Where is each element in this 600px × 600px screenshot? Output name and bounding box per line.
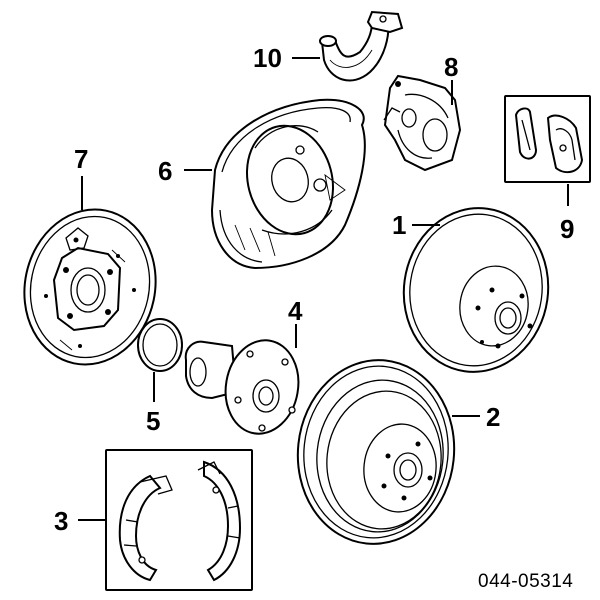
callout-10: 10 xyxy=(253,43,282,73)
callout-6: 6 xyxy=(158,156,172,186)
callout-8: 8 xyxy=(444,52,458,82)
brake-hose xyxy=(319,10,404,82)
brake-pads xyxy=(504,95,591,183)
callout-3: 3 xyxy=(54,506,68,536)
diagram-code: 044-05314 xyxy=(478,571,573,592)
brake-shoes xyxy=(105,449,253,591)
leader-lines xyxy=(78,57,569,521)
dust-shield xyxy=(210,98,366,270)
callout-7: 7 xyxy=(74,144,88,174)
callout-5: 5 xyxy=(146,406,160,436)
callout-9: 9 xyxy=(560,214,574,244)
o-ring xyxy=(137,318,183,372)
hub-bearing xyxy=(184,339,300,435)
callout-2: 2 xyxy=(486,402,500,432)
callout-1: 1 xyxy=(392,210,406,240)
brake-caliper xyxy=(383,74,462,172)
drum-backing-plate xyxy=(23,208,157,366)
callout-labels: 10 8 9 6 7 1 4 5 2 3 xyxy=(54,43,574,536)
brake-rotor xyxy=(402,207,550,373)
callout-4: 4 xyxy=(288,296,303,326)
brake-drum xyxy=(296,359,456,545)
